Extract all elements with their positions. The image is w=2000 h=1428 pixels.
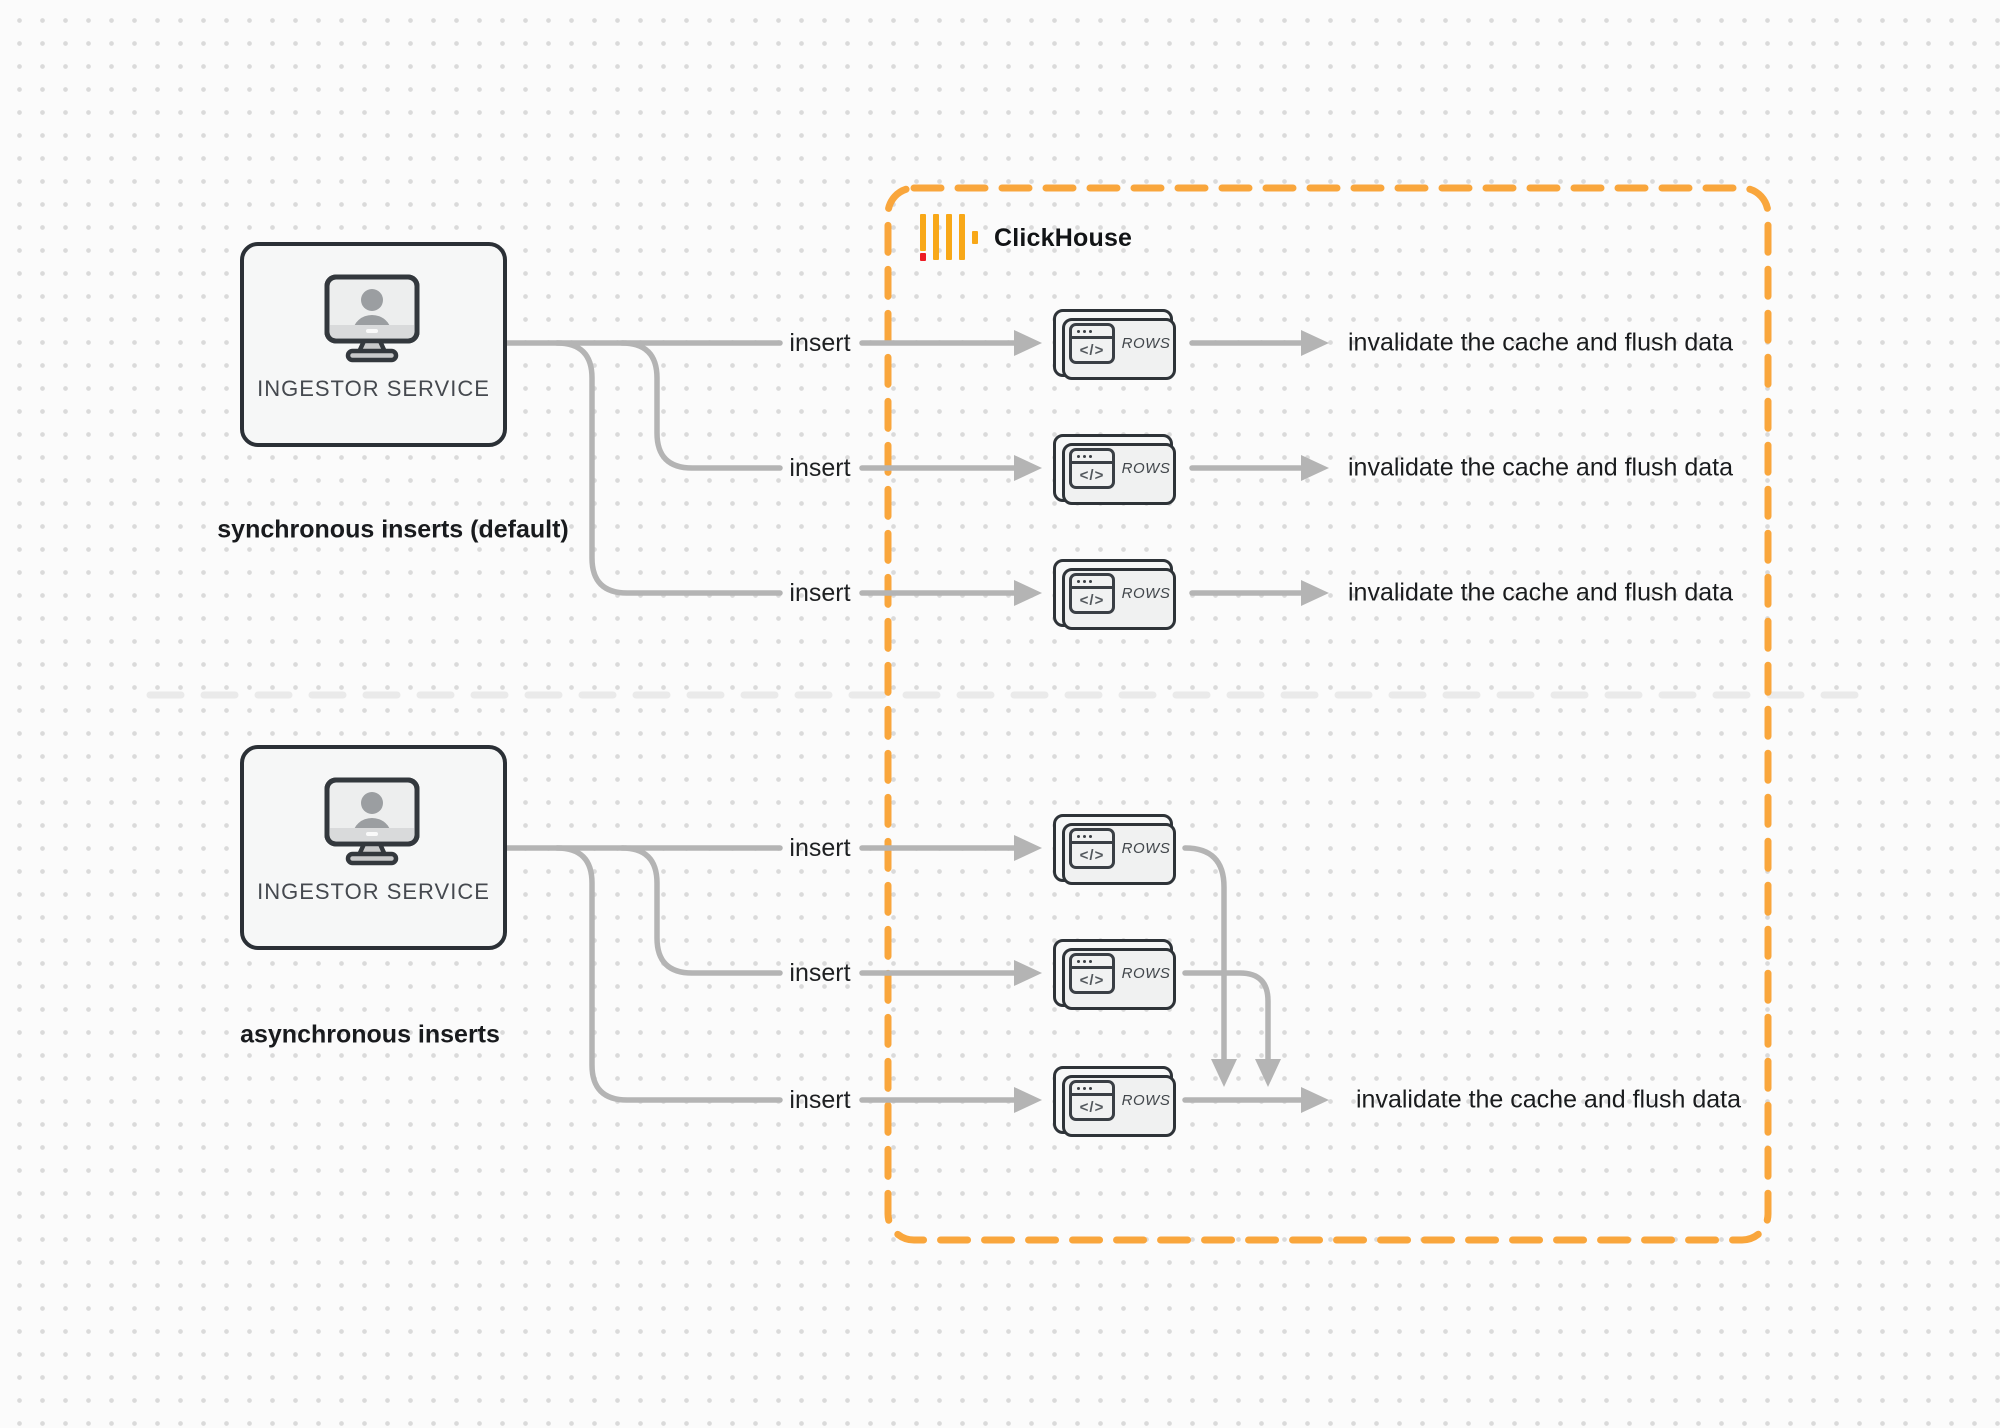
result-label: invalidate the cache and flush data [1348, 578, 1733, 607]
rows-node: </> ROWS [1053, 939, 1176, 1010]
rows-label: ROWS [1121, 459, 1171, 477]
code-window-icon: </> [1069, 323, 1115, 364]
result-label: invalidate the cache and flush data [1348, 328, 1733, 357]
code-window-icon: </> [1069, 448, 1115, 489]
rows-node: </> ROWS [1053, 814, 1176, 885]
insert-label: insert [789, 454, 851, 482]
result-label: invalidate the cache and flush data [1356, 1085, 1741, 1114]
code-window-icon: </> [1069, 1080, 1115, 1121]
code-window-icon: </> [1069, 573, 1115, 614]
insert-label: insert [789, 1086, 851, 1114]
insert-label: insert [789, 834, 851, 862]
sync-caption: synchronous inserts (default) [217, 515, 569, 544]
rows-label: ROWS [1121, 964, 1171, 982]
result-label: invalidate the cache and flush data [1348, 453, 1733, 482]
user-silhouette-icon [352, 289, 391, 325]
monitor-user-icon [324, 274, 419, 363]
rows-label: ROWS [1121, 839, 1171, 857]
code-window-icon: </> [1069, 953, 1115, 994]
service-label: INGESTOR SERVICE [257, 376, 490, 401]
arrow-heads [1014, 330, 1329, 1113]
clickhouse-container-border [884, 184, 1772, 1244]
rows-node: </> ROWS [1053, 434, 1176, 505]
insert-label: insert [789, 329, 851, 357]
clickhouse-logo-icon [920, 214, 986, 262]
gray-connectors [504, 340, 1306, 1103]
insert-label: insert [789, 959, 851, 987]
rows-node: </> ROWS [1053, 1066, 1176, 1137]
ingestor-service-box-async: INGESTOR SERVICE [240, 745, 507, 950]
insert-label: insert [789, 579, 851, 607]
async-caption: asynchronous inserts [240, 1020, 500, 1049]
service-label: INGESTOR SERVICE [257, 879, 490, 904]
clickhouse-header: ClickHouse [920, 214, 1132, 262]
rows-node: </> ROWS [1053, 309, 1176, 380]
user-silhouette-icon [352, 792, 391, 828]
rows-label: ROWS [1121, 1091, 1171, 1109]
rows-label: ROWS [1121, 584, 1171, 602]
rows-node: </> ROWS [1053, 559, 1176, 630]
ingestor-service-box-sync: INGESTOR SERVICE [240, 242, 507, 447]
clickhouse-label: ClickHouse [994, 223, 1133, 252]
code-window-icon: </> [1069, 828, 1115, 869]
rows-label: ROWS [1121, 334, 1171, 352]
monitor-user-icon [324, 777, 419, 866]
